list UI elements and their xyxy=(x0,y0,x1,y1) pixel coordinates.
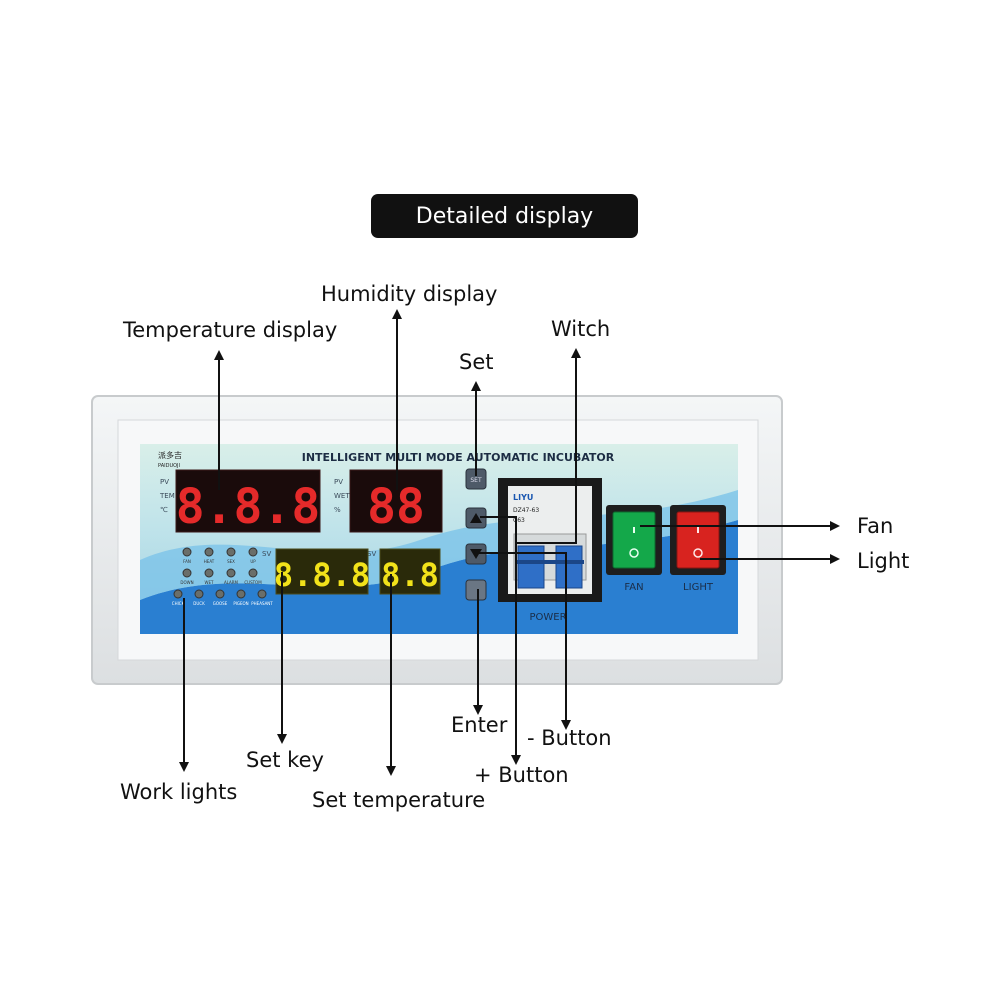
breaker-rating: C63 xyxy=(513,517,525,524)
led-label-wet: WET xyxy=(205,580,214,585)
led-pigeon xyxy=(236,589,246,599)
label-enter: Enter xyxy=(451,713,508,737)
led-alarm xyxy=(226,568,236,578)
label-temperature-display: Temperature display xyxy=(123,318,338,342)
label-witch: Witch xyxy=(551,317,611,341)
led-wet xyxy=(204,568,214,578)
light-switch-off-mark xyxy=(693,548,703,558)
label-work-lights: Work lights xyxy=(120,780,238,804)
pv-temp-label: PV xyxy=(160,478,169,486)
set-humidity-digits: 8.8 xyxy=(381,556,439,594)
led-label-pheasant: PHEASANT xyxy=(251,601,273,606)
power-label: POWER xyxy=(529,612,566,623)
pv-hum-side-labels: PV WET % xyxy=(334,478,350,514)
led-sex xyxy=(226,547,236,557)
fan-switch[interactable] xyxy=(612,511,656,569)
triangle-up-icon xyxy=(470,513,482,523)
breaker-model: DZ47-63 xyxy=(513,507,539,514)
arrow-minus-button xyxy=(478,552,571,730)
power-breaker: LIYU DZ47-63 C63 xyxy=(498,478,602,602)
sv-label-2: SV xyxy=(367,550,376,558)
led-goose xyxy=(215,589,225,599)
tem-label: TEM xyxy=(159,492,175,500)
set-temperature-display xyxy=(275,548,369,595)
sv-label-1: SV xyxy=(262,550,271,558)
fan-switch-label: FAN xyxy=(624,582,643,593)
label-set-key: Set key xyxy=(246,748,324,772)
led-label-goose: GOOSE xyxy=(213,601,228,606)
triangle-down-icon xyxy=(470,549,482,559)
label-set-temperature: Set temperature xyxy=(312,788,486,812)
led-label-down: DOWN xyxy=(180,580,193,585)
wet-label: WET xyxy=(334,492,350,500)
label-set: Set xyxy=(459,350,494,374)
brand-text: 派多吉 xyxy=(158,450,182,460)
fan-switch-off-mark xyxy=(629,548,639,558)
led-chick xyxy=(173,589,183,599)
led-label-sex: SEX xyxy=(227,559,235,564)
led-fan xyxy=(182,547,192,557)
title-text: Detailed display xyxy=(415,203,594,229)
led-label-custom: CUSTOM xyxy=(244,580,262,585)
brand-sub-text: PAIDUOJI xyxy=(158,463,180,469)
work-lights: FAN HEAT SEX UP DOWN WET ALARM CUSTOM CH… xyxy=(172,547,273,606)
arrow-witch xyxy=(515,348,581,544)
pv-temp-side-labels: PV TEM ℃ xyxy=(159,478,175,514)
led-heat xyxy=(204,547,214,557)
label-light: Light xyxy=(857,549,910,573)
temperature-display xyxy=(175,469,321,533)
arrow-plus-button xyxy=(480,516,521,765)
led-label-up: UP xyxy=(250,559,256,564)
led-custom xyxy=(248,568,258,578)
panel-header-text: INTELLIGENT MULTI MODE AUTOMATIC INCUBAT… xyxy=(302,451,615,464)
label-humidity-display: Humidity display xyxy=(321,282,498,306)
temperature-digits: 8.8.8 xyxy=(176,479,321,535)
enter-button[interactable] xyxy=(465,579,487,601)
light-switch-label: LIGHT xyxy=(683,582,714,593)
percent-label: % xyxy=(334,506,341,514)
led-label-duck: DUCK xyxy=(193,601,205,606)
led-up xyxy=(248,547,258,557)
set-temperature-digits: 8.8.8 xyxy=(274,556,370,594)
title-banner: Detailed display xyxy=(371,194,638,238)
led-pheasant xyxy=(257,589,267,599)
led-duck xyxy=(194,589,204,599)
led-label-fan: FAN xyxy=(183,559,191,564)
callout-arrows xyxy=(179,309,840,776)
led-label-pigeon: PIGEON xyxy=(233,601,248,606)
led-label-alarm: ALARM xyxy=(224,580,239,585)
label-plus-button: + Button xyxy=(474,763,569,787)
set-button-label: SET xyxy=(470,477,482,484)
led-label-heat: HEAT xyxy=(204,559,215,564)
control-buttons: SET xyxy=(465,468,487,601)
breaker-brand: LIYU xyxy=(513,493,533,502)
breaker-toggle-bridge xyxy=(516,560,584,564)
label-minus-button: - Button xyxy=(527,726,612,750)
celsius-label: ℃ xyxy=(160,506,168,514)
led-label-chick: CHICK xyxy=(172,601,185,606)
label-fan: Fan xyxy=(857,514,894,538)
led-down xyxy=(182,568,192,578)
pv-hum-label: PV xyxy=(334,478,343,486)
